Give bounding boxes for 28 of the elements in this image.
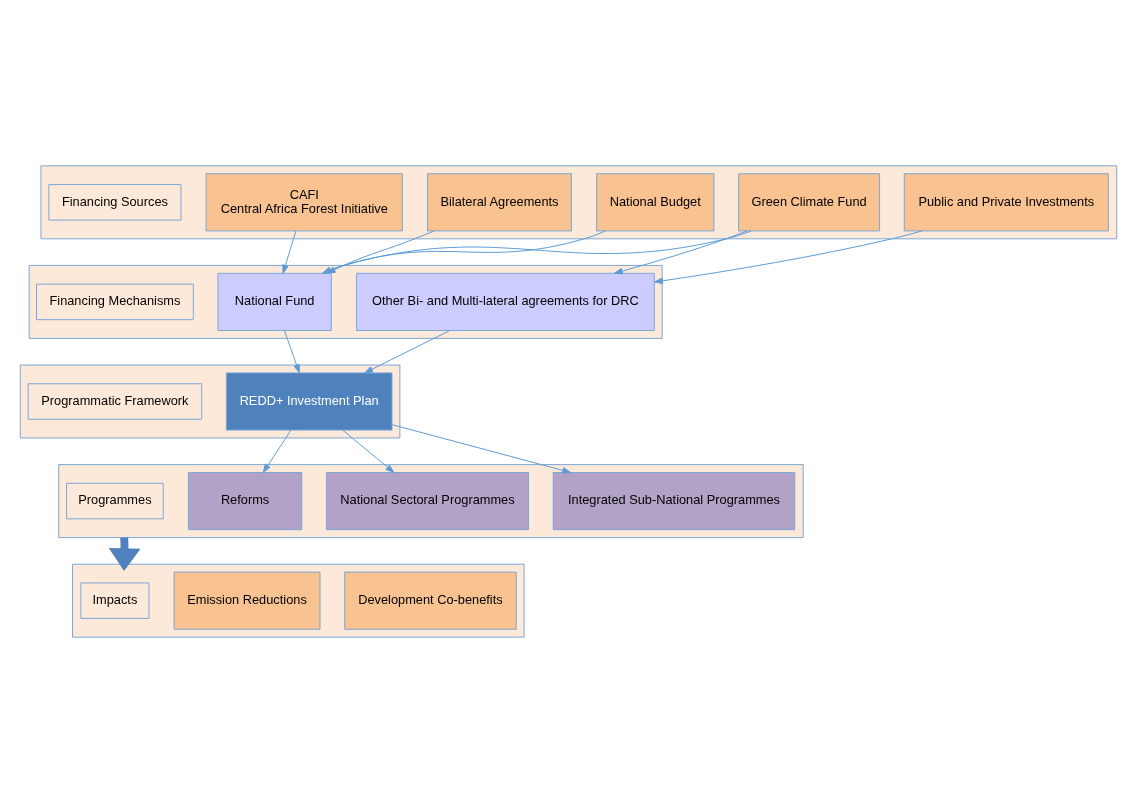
arrow (613, 230, 748, 275)
arrow (283, 330, 300, 374)
node-box: Financing Sources (48, 184, 182, 221)
cluster (72, 563, 525, 638)
node-box: National Sectoral Programmes (325, 472, 530, 531)
node-box: Green Climate Fund (738, 173, 881, 232)
node-box: Public and Private Investments (903, 173, 1109, 232)
arrow (262, 429, 292, 473)
node-box: Other Bi- and Multi-lateral agreements for DRC (356, 272, 655, 331)
node-box: Development Co-benefits (344, 571, 517, 630)
arrow (654, 230, 923, 285)
node-box: National Budget (596, 173, 715, 232)
node-box: Reforms (187, 472, 303, 531)
node-box: Bilateral Agreements (427, 173, 572, 232)
node-box: Integrated Sub-National Programmes (552, 472, 796, 531)
node-box: Programmes (66, 482, 164, 520)
node-box: Financing Mechanisms (36, 283, 194, 321)
arrow (282, 230, 297, 274)
node-box: Impacts (80, 582, 150, 619)
arrow (364, 330, 451, 374)
node-box: REDD+ Investment Plan (225, 372, 393, 431)
node-box: Programmatic Framework (27, 383, 203, 420)
node-box: Emission Reductions (173, 571, 321, 630)
node-box: CAFI Central Africa Forest Initiative (205, 173, 403, 232)
arrow (342, 429, 395, 473)
arrow (391, 424, 572, 474)
node-box: National Fund (217, 272, 332, 331)
cluster (40, 165, 1118, 240)
